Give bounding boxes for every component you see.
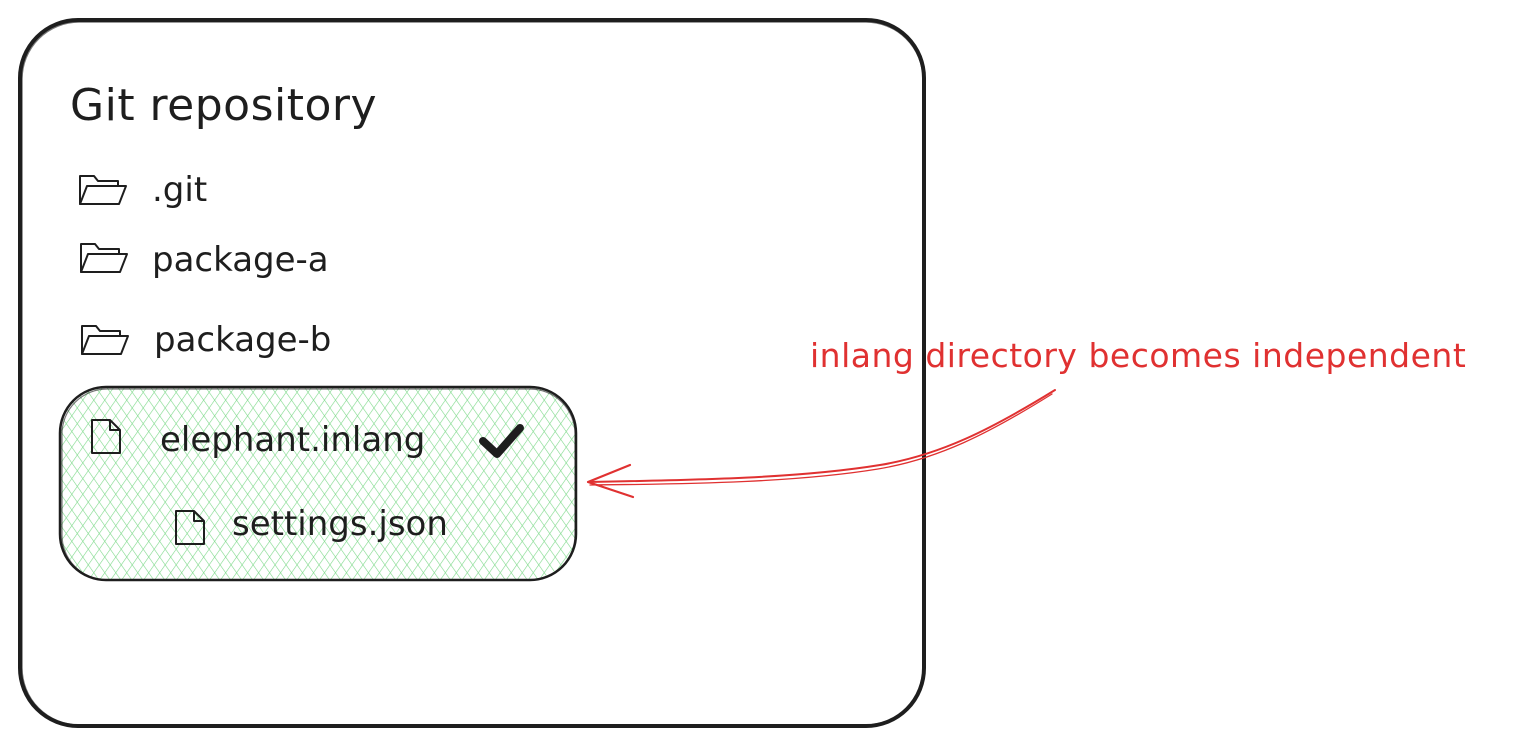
file-icon [175,510,205,545]
file-icon [91,419,121,454]
folder-label-package-a: package-a [152,240,329,280]
checkmark-icon [479,424,524,458]
folder-icon [80,243,128,273]
file-label-settings: settings.json [232,504,448,544]
folder-icon [79,175,127,205]
folder-label-git: .git [152,170,208,210]
file-label-inlang-project: elephant.inlang [160,420,426,460]
folder-label-package-b: package-b [154,320,332,360]
inlang-project-highlight [58,385,578,582]
annotation-arrow [586,389,1056,499]
annotation-label: inlang directory becomes independent [810,336,1467,375]
folder-icon [81,325,129,355]
diagram-title: Git repository [70,80,378,131]
repository-container [18,18,926,728]
